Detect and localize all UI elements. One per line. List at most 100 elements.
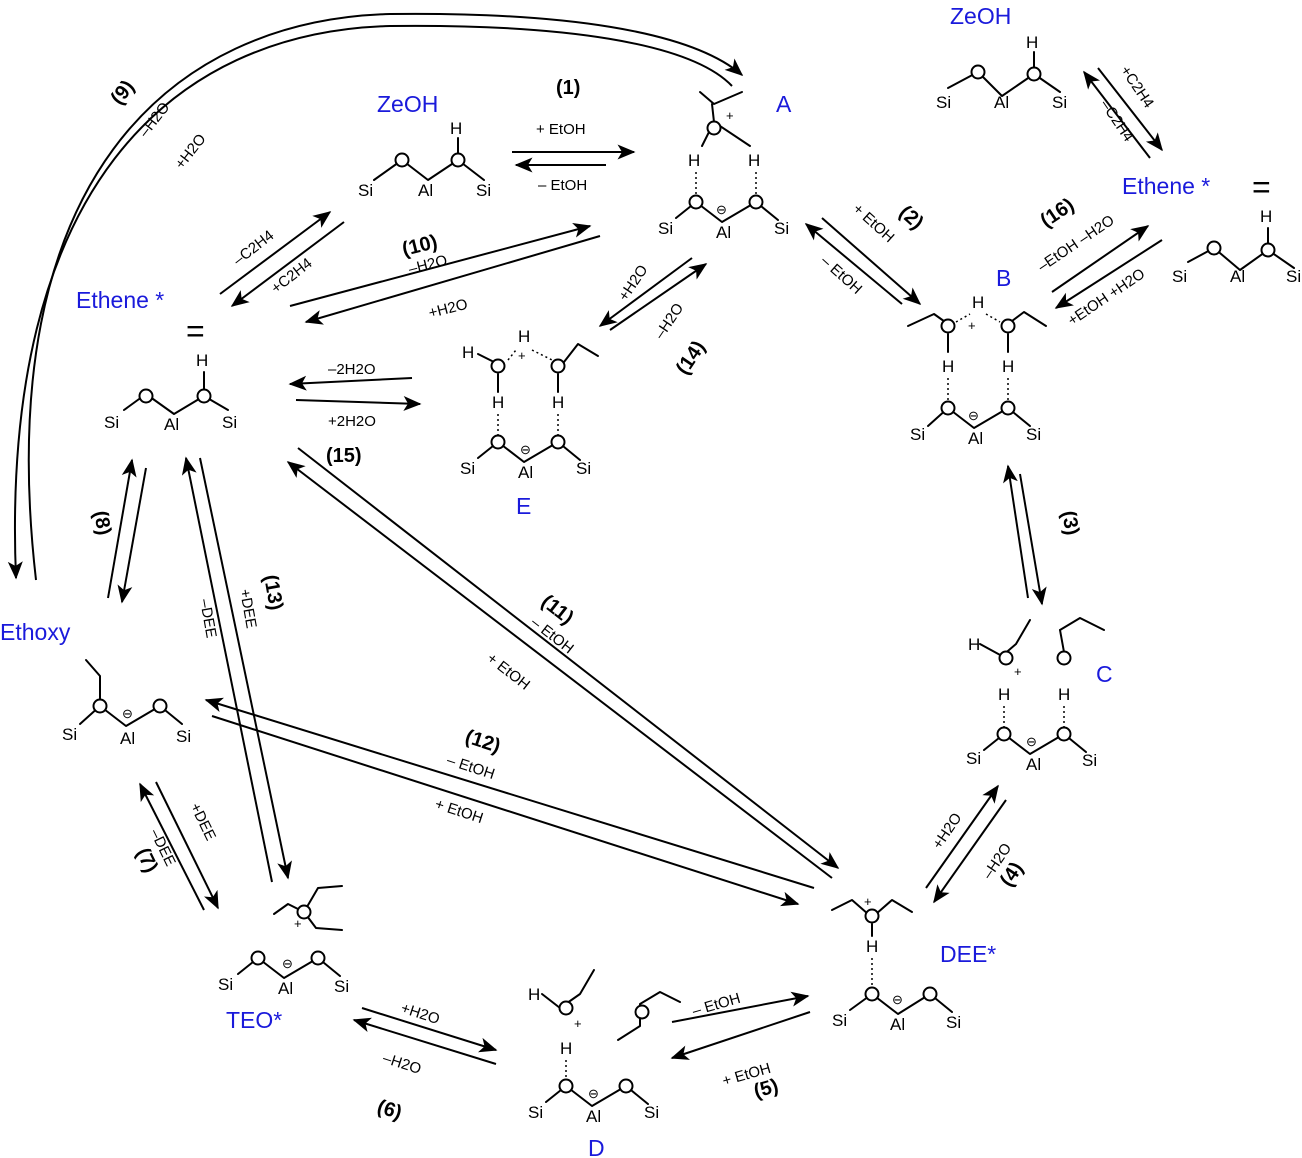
label-D: D [588,1135,605,1158]
svg-text:Si: Si [1082,751,1097,770]
arrow-7-forward [155,781,219,910]
arrow-2-reverse [804,223,903,305]
svg-text:H: H [998,685,1010,704]
svg-text:–H2O: –H2O [381,1050,424,1078]
structure-zeoh-center: H Si Al Si [358,119,491,200]
svg-text:Si: Si [334,977,349,996]
arrow-5-reverse [670,1011,811,1060]
svg-text:H: H [942,357,954,376]
arrow-8-forward [107,458,137,599]
svg-text:–H2O: –H2O [136,99,174,140]
arrow-6-reverse [352,1017,497,1065]
label-E: E [516,493,531,519]
svg-text:H: H [552,393,564,412]
step-3: (3) [1057,509,1083,537]
label-ethene-right: Ethene * [1122,173,1210,199]
label-zeoh-center: ZeOH [377,91,438,117]
svg-text:+: + [726,108,734,123]
arrow-8-reverse [117,467,147,604]
arrow-14-forward [609,263,708,331]
step-13: (13) [259,573,287,612]
structure-zeoh-right: H Si Al Si [1172,207,1301,286]
svg-text:Si: Si [936,93,951,112]
arrow-4-forward [925,784,999,889]
structure-ethene-left-zeolite: H Si Al Si = [104,313,237,434]
arrow-14-reverse [598,257,693,327]
svg-text:+H2O: +H2O [427,296,470,322]
reaction-arrows [7,12,1163,1065]
svg-text:⊖: ⊖ [892,992,903,1007]
structure-ethoxy: ⊖ Si Al Si [62,659,191,748]
svg-text:Al: Al [890,1015,905,1034]
svg-text:Si: Si [218,975,233,994]
svg-text:H: H [1002,357,1014,376]
svg-text:–DEE: –DEE [196,598,220,640]
svg-text:Al: Al [278,979,293,998]
svg-text:⊖: ⊖ [520,442,531,457]
svg-text:–H2O: –H2O [651,300,687,342]
svg-text:– EtOH: – EtOH [690,990,742,1020]
step-2: (2) [895,201,928,234]
arrow-ethene-top-forward [1097,67,1163,152]
svg-text:+: + [1014,664,1022,679]
structure-A: + H H ⊖ Si Al Si [658,91,789,242]
arrow-11-reverse [297,447,840,869]
arrow-9-forward [27,12,744,581]
svg-text:Si: Si [1026,425,1041,444]
svg-text:Si: Si [104,413,119,432]
svg-text:+2H2O: +2H2O [328,413,376,430]
arrow-3-forward [1003,464,1029,599]
arrow-ethene-top-reverse [1083,70,1151,159]
svg-text:Si: Si [1052,93,1067,112]
svg-text:–2H2O: –2H2O [328,361,376,378]
arrow-2-forward [821,217,922,305]
step-14: (14) [672,337,710,379]
svg-text:H: H [1058,685,1070,704]
arrow-16-reverse [1054,239,1163,309]
arrow-13-forward [181,456,273,883]
svg-text:Si: Si [910,425,925,444]
svg-text:⊖: ⊖ [588,1086,599,1101]
svg-text:H: H [492,393,504,412]
svg-text:Al: Al [164,415,179,434]
svg-text:Si: Si [476,181,491,200]
svg-text:Si: Si [644,1103,659,1122]
label-zeoh-top: ZeOH [950,3,1011,29]
arrow-10-forward [289,223,592,307]
svg-text:Si: Si [658,219,673,238]
svg-text:=: = [186,313,205,349]
structure-zeoh-top: H Si Al Si [936,33,1067,112]
svg-text:⊖: ⊖ [122,706,133,721]
arrow-12-forward [204,697,815,889]
svg-text:Al: Al [1230,267,1245,286]
arrow-ethene-left-forward [219,211,332,295]
structure-C: H + H H ⊖ Si Al Si [966,617,1105,774]
step-16: (16) [1036,194,1078,232]
label-C: C [1096,661,1113,687]
label-ethoxy: Ethoxy [0,619,71,645]
svg-text:Al: Al [586,1107,601,1126]
svg-text:=: = [1252,169,1271,205]
svg-text:Si: Si [528,1103,543,1122]
svg-text:–C2H4: –C2H4 [1097,97,1137,145]
svg-text:⊖: ⊖ [282,956,293,971]
step-1: (1) [556,77,580,99]
svg-text:H: H [688,151,700,170]
svg-text:+DEE: +DEE [186,800,219,843]
svg-text:Si: Si [358,181,373,200]
label-A: A [776,91,792,117]
svg-text:Al: Al [1026,755,1041,774]
species-labels: ZeOH ZeOH A B C D E DEE* TEO* Ethene * E… [0,3,1271,1158]
svg-text:Si: Si [460,459,475,478]
svg-text:– EtOH: – EtOH [817,252,865,298]
svg-text:⊖: ⊖ [1026,734,1037,749]
arrow-5-forward [671,991,810,1023]
svg-text:Al: Al [716,223,731,242]
svg-text:+H2O: +H2O [929,810,965,852]
svg-text:+: + [574,1016,582,1031]
arrow-12-reverse [211,715,800,907]
svg-text:+DEE: +DEE [236,588,260,630]
svg-text:Al: Al [120,729,135,748]
svg-text:+: + [294,916,302,931]
